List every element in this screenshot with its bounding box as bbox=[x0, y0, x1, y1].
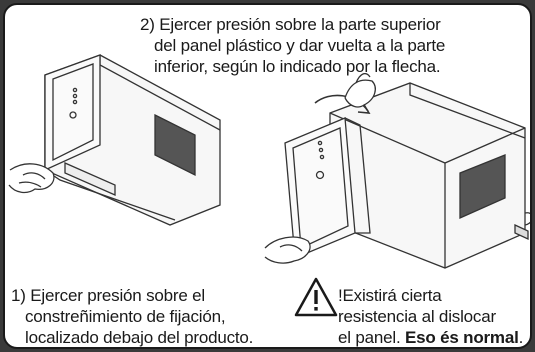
step-2-line-2: del panel plástico y dar vuelta a la par… bbox=[154, 36, 446, 55]
warning-line-3-suffix: . bbox=[518, 328, 524, 347]
step-1-instruction: 1) Ejercer presión sobre el constreñimie… bbox=[11, 285, 254, 347]
step-2-instruction: 2) Ejercer presión sobre la parte superi… bbox=[140, 14, 445, 77]
warning-line-3: el panel. Eso és normal. bbox=[338, 327, 524, 347]
step-1-line-3: localizado debajo del producto. bbox=[25, 328, 254, 347]
warning-triangle-icon bbox=[294, 277, 338, 317]
illustration-latch-release bbox=[8, 54, 221, 226]
warning-line-3-prefix: el panel. bbox=[338, 328, 405, 347]
step-2-line-1: 2) Ejercer presión sobre la parte superi… bbox=[140, 15, 441, 34]
instruction-panel: 2) Ejercer presión sobre la parte superi… bbox=[3, 3, 532, 349]
step-1-line-2: constreñimiento de fijación, bbox=[25, 307, 226, 326]
step-2-line-3: inferior, según lo indicado por la flech… bbox=[154, 57, 441, 76]
warning-note: !Existirá cierta resistencia al dislocar… bbox=[338, 285, 524, 347]
warning-line-1: !Existirá cierta bbox=[338, 286, 442, 305]
warning-line-2: resistencia al dislocar bbox=[338, 307, 496, 326]
warning-emphasis: Eso és normal bbox=[405, 328, 519, 347]
step-1-line-1: 1) Ejercer presión sobre el bbox=[11, 286, 205, 305]
illustration-panel-removal bbox=[264, 73, 530, 269]
